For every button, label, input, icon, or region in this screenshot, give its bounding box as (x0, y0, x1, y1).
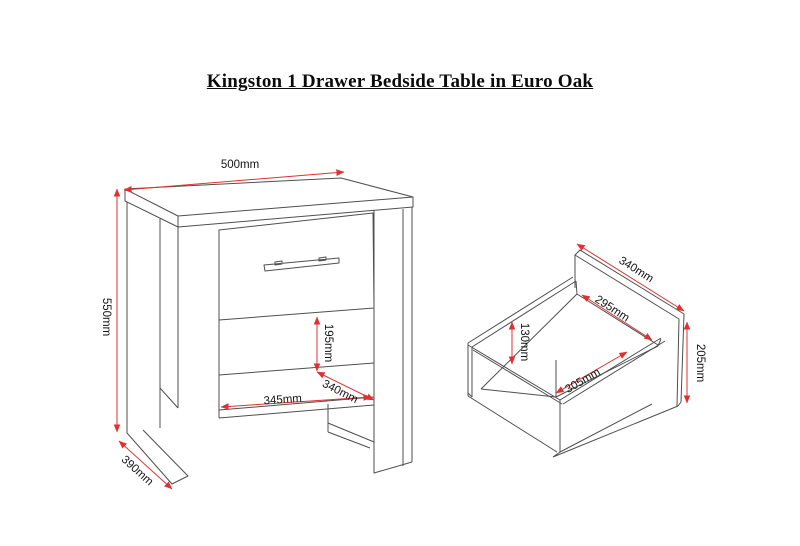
drawer-box-outer (467, 276, 679, 458)
dim-line-table-depth (118, 440, 173, 490)
drawer-interior (480, 280, 662, 398)
dim-line-table-width (123, 169, 345, 193)
bedside-table-drawing (124, 177, 414, 485)
bedside-table-dimensions (113, 169, 375, 490)
page-title: Kingston 1 Drawer Bedside Table in Euro … (206, 71, 594, 92)
dim-line-drawer-inner-depth (581, 294, 653, 341)
dim-label-table-width: 500mm (221, 159, 259, 171)
left-leg-frame (126, 202, 189, 485)
dim-label-shelf-width: 345mm (263, 393, 302, 408)
dim-line-drawer-width (576, 243, 685, 312)
right-leg-frame (373, 207, 413, 474)
dim-label-drawer-front-height: 205mm (694, 344, 706, 382)
dim-label-drawer-inner-depth: 295mm (593, 294, 632, 325)
dim-line-shelf-width (220, 394, 372, 410)
dim-label-table-height: 550mm (100, 298, 112, 336)
open-shelf-compartment (218, 320, 375, 449)
dim-label-shelf-depth: 340mm (320, 378, 360, 406)
dim-label-drawer-inner-height: 130mm (518, 323, 530, 361)
drawer-dimensions (508, 243, 691, 404)
dim-label-shelf-clearance: 195mm (322, 324, 334, 362)
drawer-handle (263, 256, 340, 272)
dim-line-drawer-inner-width (555, 351, 628, 394)
